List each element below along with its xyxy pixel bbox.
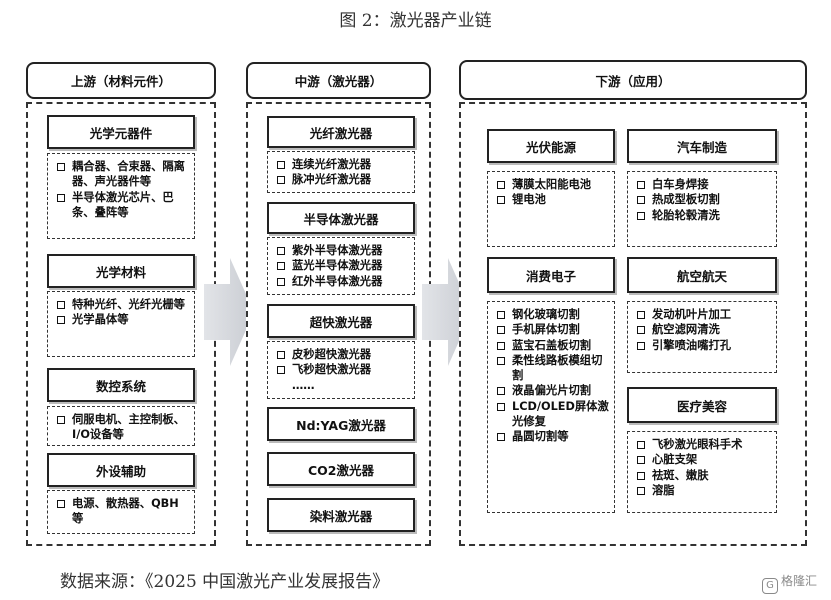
semiconductor-laser-list: 紫外半导体激光器 蓝光半导体激光器 红外半导体激光器: [267, 237, 415, 295]
fiber-laser-list: 连续光纤激光器 脉冲光纤激光器: [267, 151, 415, 193]
list-item-more: ……: [292, 378, 315, 392]
list-item: 薄膜太阳能电池: [496, 177, 610, 192]
medical-beauty-list: 飞秒激光眼科手术 心脏支架 祛斑、嫩肤 溶脂: [627, 431, 777, 513]
category-optical-components: 光学元器件: [47, 115, 195, 149]
category-semiconductor-laser: 半导体激光器: [267, 202, 415, 234]
category-ultrafast-laser: 超快激光器: [267, 304, 415, 338]
automotive-list: 白车身焊接 热成型板切割 轮胎轮毂清洗: [627, 171, 777, 247]
ultrafast-laser-list: 皮秒超快激光器 飞秒超快激光器 ……: [267, 341, 415, 399]
consumer-electronics-list: 钢化玻璃切割 手机屏体切割 蓝宝石盖板切割 柔性线路板模组切割 液晶偏光片切割 …: [487, 301, 615, 513]
optical-materials-list: 特种光纤、光纤光栅等 光学晶体等: [47, 291, 195, 357]
list-item: 伺服电机、主控制板、I/O设备等: [56, 412, 190, 443]
category-fiber-laser: 光纤激光器: [267, 116, 415, 148]
list-item: 蓝宝石盖板切割: [496, 338, 610, 353]
category-automotive: 汽车制造: [627, 129, 777, 163]
list-item: 连续光纤激光器: [276, 157, 410, 172]
list-item: 引擎喷油嘴打孔: [636, 338, 772, 353]
list-item: 白车身焊接: [636, 177, 772, 192]
list-item: 特种光纤、光纤光栅等: [56, 297, 190, 312]
list-item: 晶圆切割等: [496, 429, 610, 444]
list-item: 飞秒超快激光器: [276, 362, 410, 377]
list-item: 柔性线路板模组切割: [496, 353, 610, 384]
category-consumer-electronics: 消费电子: [487, 257, 615, 293]
category-dye-laser: 染料激光器: [267, 498, 415, 532]
list-item: 手机屏体切割: [496, 322, 610, 337]
list-item: 电源、散热器、QBH等: [56, 496, 190, 527]
list-item: 锂电池: [496, 192, 610, 207]
category-cnc-system: 数控系统: [47, 368, 195, 402]
category-peripherals: 外设辅助: [47, 453, 195, 487]
list-item: 紫外半导体激光器: [276, 243, 410, 258]
cnc-system-list: 伺服电机、主控制板、I/O设备等: [47, 406, 195, 446]
category-ndyag-laser: Nd:YAG激光器: [267, 407, 415, 441]
list-item: 钢化玻璃切割: [496, 307, 610, 322]
watermark-text: 格隆汇: [781, 574, 818, 588]
category-photovoltaic: 光伏能源: [487, 129, 615, 163]
list-item: 溶脂: [636, 483, 772, 498]
aerospace-list: 发动机叶片加工 航空滤网清洗 引擎喷油嘴打孔: [627, 301, 777, 373]
list-item: 飞秒激光眼科手术: [636, 437, 772, 452]
list-item: 发动机叶片加工: [636, 307, 772, 322]
list-item: 耦合器、合束器、隔离器、声光器件等: [56, 159, 190, 190]
upstream-header: 上游（材料元件）: [26, 62, 216, 99]
data-source-note: 数据来源：《2025 中国激光产业发展报告》: [60, 572, 390, 592]
list-item: LCD/OLED屏体激光修复: [496, 399, 610, 430]
list-item: 热成型板切割: [636, 192, 772, 207]
list-item: 轮胎轮毂清洗: [636, 208, 772, 223]
list-item: 心脏支架: [636, 452, 772, 467]
flow-arrow-icon: [204, 258, 254, 366]
photovoltaic-list: 薄膜太阳能电池 锂电池: [487, 171, 615, 247]
peripherals-list: 电源、散热器、QBH等: [47, 490, 195, 534]
watermark-logo-icon: G: [762, 578, 778, 594]
list-item: 光学晶体等: [56, 312, 190, 327]
list-item: 蓝光半导体激光器: [276, 258, 410, 273]
downstream-header: 下游（应用）: [459, 60, 807, 100]
category-co2-laser: CO2激光器: [267, 452, 415, 486]
midstream-header: 中游（激光器）: [246, 62, 431, 99]
list-item: 红外半导体激光器: [276, 274, 410, 289]
list-item: 皮秒超快激光器: [276, 347, 410, 362]
category-medical-beauty: 医疗美容: [627, 387, 777, 423]
list-item: 祛斑、嫩肤: [636, 468, 772, 483]
list-item: 脉冲光纤激光器: [276, 172, 410, 187]
category-optical-materials: 光学材料: [47, 254, 195, 288]
figure-title: 图 2：激光器产业链: [339, 11, 492, 31]
optical-components-list: 耦合器、合束器、隔离器、声光器件等 半导体激光芯片、巴条、叠阵等: [47, 153, 195, 239]
list-item: 液晶偏光片切割: [496, 383, 610, 398]
list-item: 航空滤网清洗: [636, 322, 772, 337]
category-aerospace: 航空航天: [627, 257, 777, 293]
list-item: 半导体激光芯片、巴条、叠阵等: [56, 190, 190, 221]
